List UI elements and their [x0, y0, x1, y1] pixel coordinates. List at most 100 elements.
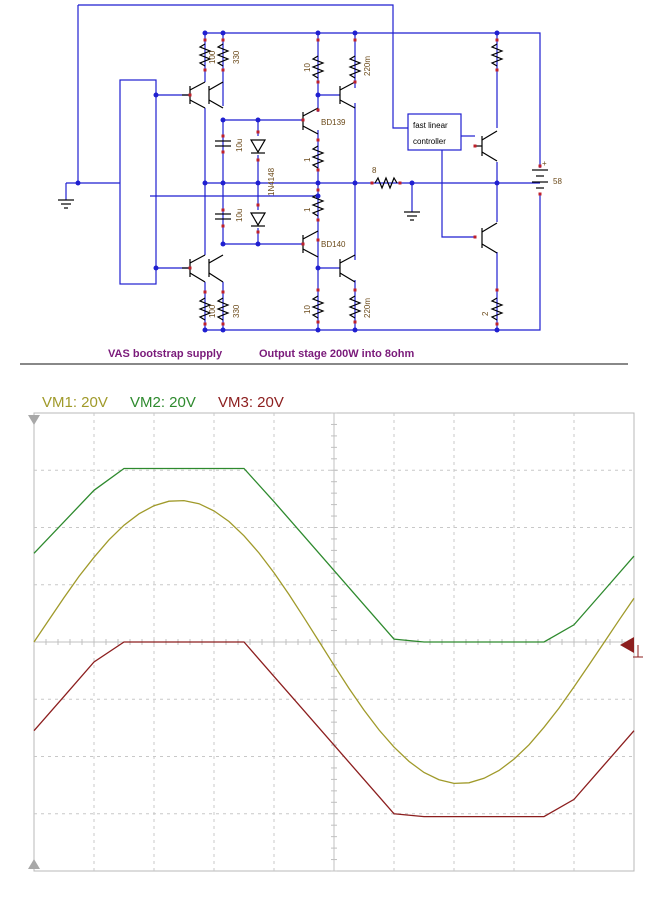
transistor-q4 [208, 254, 224, 283]
transistor-bd139 [302, 107, 319, 135]
fast-linear-controller [407, 113, 462, 151]
pin-marker [316, 288, 320, 292]
legend-vm3: VM3: 20V [218, 394, 284, 411]
transistor-q2 [208, 81, 224, 109]
ground-symbols [58, 199, 420, 221]
pin-marker [398, 181, 402, 185]
label-diode: 1N4148 [267, 167, 276, 196]
scope-traces [33, 467, 635, 818]
top-trigger-marker [28, 415, 40, 425]
legend-vm1: VM1: 20V [42, 394, 108, 411]
pin-marker [203, 38, 207, 42]
oscilloscope-plot: VM1: 20V VM2: 20V VM3: 20V [28, 394, 643, 872]
label-battery-plus: + [542, 159, 547, 168]
scope-grid [33, 412, 635, 872]
label-r-top-10: 10 [303, 63, 312, 72]
transistor-q8 [339, 254, 356, 283]
pin-marker [316, 188, 320, 192]
pin-marker [538, 164, 542, 168]
label-r-top-330: 330 [232, 50, 241, 64]
label-q-bot: BD140 [321, 240, 346, 249]
pin-marker [221, 150, 225, 154]
component-labels: 100 330 100 330 10 220m 10 220m 10u 10u … [208, 50, 562, 318]
transistor-q1 [182, 81, 206, 109]
bottom-trigger-marker [28, 859, 40, 869]
label-r-bot-10: 10 [303, 305, 312, 314]
pin-marker [316, 168, 320, 172]
pin-marker [316, 238, 320, 242]
transistor-q3 [182, 254, 206, 283]
pin-marker [221, 38, 225, 42]
pin-marker [353, 80, 357, 84]
label-cap-top: 10u [235, 139, 244, 152]
pin-marker [188, 266, 192, 270]
label-battery: 58 [553, 177, 562, 186]
label-r-top-220m: 220m [363, 56, 372, 76]
transistor-q9 [475, 130, 498, 162]
pin-marker [256, 130, 260, 134]
pin-marker [221, 290, 225, 294]
capacitors [215, 140, 231, 220]
pin-marker [370, 181, 374, 185]
label-r-1-top: 1 [303, 157, 312, 162]
scope-markers [28, 415, 643, 869]
pin-marker [495, 322, 499, 326]
trace-vm1 [33, 499, 635, 785]
pin-marker [221, 208, 225, 212]
label-q-top: BD139 [321, 118, 346, 127]
transistors [182, 81, 498, 283]
pin-marker [473, 235, 477, 239]
trace-vm3 [33, 641, 635, 818]
transistor-q10 [481, 222, 498, 254]
pin-marker [495, 38, 499, 42]
pin-marker [316, 138, 320, 142]
junction-dots [75, 30, 500, 333]
pin-marker [495, 68, 499, 72]
label-r-bot-330: 330 [232, 304, 241, 318]
diodes [249, 139, 267, 227]
pin-marker [221, 224, 225, 228]
pin-marker [316, 38, 320, 42]
label-r-1-bot: 1 [303, 207, 312, 212]
schematic-diagram: fast linear controller 100 330 100 330 1… [20, 4, 628, 365]
label-r-bot-100: 100 [208, 304, 217, 318]
pin-marker [256, 158, 260, 162]
pin-marker [316, 218, 320, 222]
controller-line1: fast linear [413, 121, 448, 130]
caption-output-stage: Output stage 200W into 8ohm [259, 348, 414, 360]
pin-marker [221, 68, 225, 72]
pin-marker [203, 68, 207, 72]
pin-marker [473, 144, 477, 148]
resistors [198, 43, 504, 321]
label-cap-bot: 10u [235, 209, 244, 222]
transistor-bd140 [302, 230, 319, 258]
pin-marker [316, 108, 320, 112]
caption-bootstrap: VAS bootstrap supply [108, 348, 223, 360]
pin-marker [538, 192, 542, 196]
pin-marker [353, 288, 357, 292]
scope-legend: VM1: 20V VM2: 20V VM3: 20V [42, 394, 284, 411]
pin-marker [495, 288, 499, 292]
pin-marker [301, 242, 305, 246]
label-r-bot-220m: 220m [363, 298, 372, 318]
wiring [65, 4, 541, 331]
pin-marker [203, 290, 207, 294]
legend-vm2: VM2: 20V [130, 394, 196, 411]
pin-marker [221, 322, 225, 326]
label-r-2: 2 [481, 311, 490, 316]
label-r-top-100: 100 [208, 50, 217, 64]
pin-markers [188, 38, 542, 326]
trace-vm2 [33, 467, 635, 643]
pin-marker [188, 93, 192, 97]
label-r-out: 8 [372, 166, 377, 175]
pin-marker [221, 134, 225, 138]
pin-marker [256, 230, 260, 234]
controller-line2: controller [413, 137, 446, 146]
pin-marker [256, 203, 260, 207]
pin-marker [203, 322, 207, 326]
transistor-q7 [339, 81, 356, 109]
pin-marker [316, 80, 320, 84]
battery-symbol [532, 169, 548, 189]
pin-marker [301, 118, 305, 122]
ground-level-marker [620, 637, 634, 653]
